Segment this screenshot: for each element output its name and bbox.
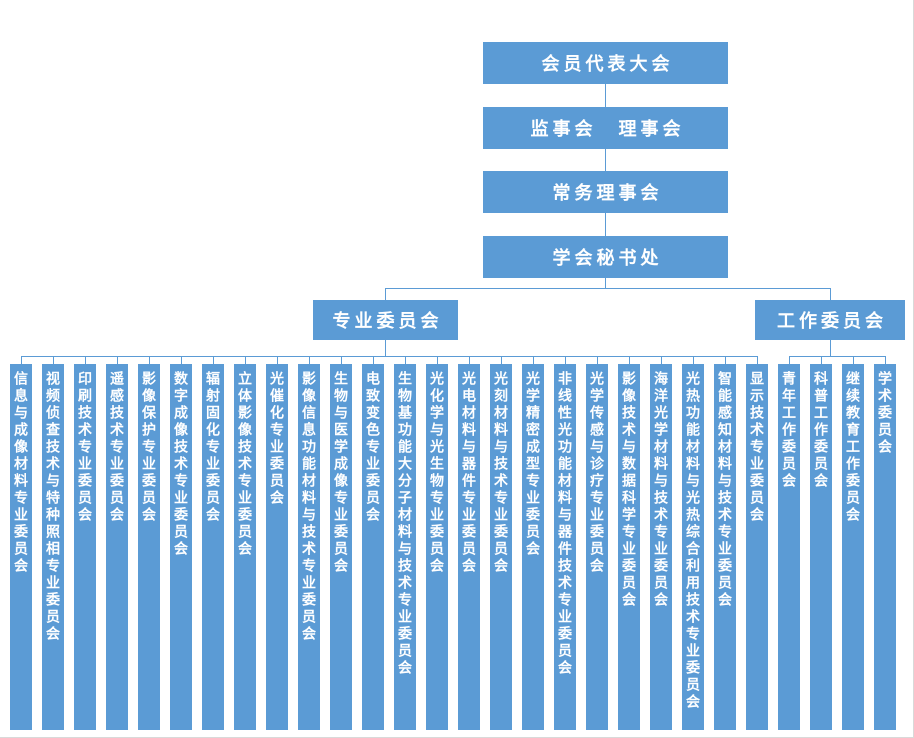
connector-stub [21,356,22,364]
committee-bar: 生物与医学成像专业委员会 [330,364,352,730]
committee-bar: 继续教育工作委员会 [842,364,864,730]
connector-stub [373,356,374,364]
connector-line [21,356,757,357]
connector-line [605,213,606,236]
connector-stub [597,356,598,364]
connector-stub [181,356,182,364]
connector-stub [341,356,342,364]
committee-bar: 信息与成像材料专业委员会 [10,364,32,730]
connector-stub [53,356,54,364]
committee-bar: 遥感技术专业委员会 [106,364,128,730]
connector-stub [149,356,150,364]
org-node-standing-council: 常务理事会 [483,171,728,213]
committee-bar: 光化学与光生物专业委员会 [426,364,448,730]
connector-stub [821,356,822,364]
org-node-supervisory-and-council: 监事会 理事会 [483,107,728,149]
connector-stub [693,356,694,364]
connector-stub [277,356,278,364]
connector-stub [85,356,86,364]
committee-bar: 辐射固化专业委员会 [202,364,224,730]
connector-stub [309,356,310,364]
committee-bar: 光催化专业委员会 [266,364,288,730]
connector-line [605,149,606,171]
connector-line [605,84,606,107]
connector-stub [757,356,758,364]
committee-bar: 立体影像技术专业委员会 [234,364,256,730]
connector-line [385,288,830,289]
committee-bar: 智能感知材料与技术专业委员会 [714,364,736,730]
connector-stub [565,356,566,364]
connector-stub [661,356,662,364]
connector-stub [437,356,438,364]
connector-line [789,356,885,357]
connector-line [605,278,606,288]
committee-bar: 光学精密成型专业委员会 [522,364,544,730]
committee-bar: 非线性光功能材料与器件技术专业委员会 [554,364,576,730]
committee-bar: 影像保护专业委员会 [138,364,160,730]
committee-bar: 影像信息功能材料与技术专业委员会 [298,364,320,730]
connector-line [830,340,831,356]
connector-stub [469,356,470,364]
connector-stub [245,356,246,364]
committee-bar: 青年工作委员会 [778,364,800,730]
committee-bar: 海洋光学材料与技术专业委员会 [650,364,672,730]
committee-bar: 科普工作委员会 [810,364,832,730]
committee-bar: 显示技术专业委员会 [746,364,768,730]
committee-bar: 视频侦查技术与特种照相专业委员会 [42,364,64,730]
committee-bar: 光刻材料与技术专业委员会 [490,364,512,730]
connector-line [385,288,386,300]
committee-bar: 生物基功能大分子材料与技术专业委员会 [394,364,416,730]
committee-bar: 光电材料与器件专业委员会 [458,364,480,730]
connector-stub [501,356,502,364]
org-node-secretariat: 学会秘书处 [483,236,728,278]
org-node-member-congress: 会员代表大会 [483,42,728,84]
connector-stub [725,356,726,364]
connector-stub [405,356,406,364]
committee-bar: 光热功能材料与光热综合利用技术专业委员会 [682,364,704,730]
committee-bar: 数字成像技术专业委员会 [170,364,192,730]
connector-stub [629,356,630,364]
connector-stub [853,356,854,364]
committee-bar: 光学传感与诊疗专业委员会 [586,364,608,730]
committee-bar: 学术委员会 [874,364,896,730]
connector-stub [117,356,118,364]
connector-stub [789,356,790,364]
org-node-professional-committees: 专业委员会 [313,300,458,340]
connector-line [830,288,831,300]
org-node-working-committees: 工作委员会 [755,300,905,340]
committee-bar: 影像技术与数据科学专业委员会 [618,364,640,730]
connector-stub [533,356,534,364]
connector-stub [885,356,886,364]
committee-bar: 印刷技术专业委员会 [74,364,96,730]
committee-bar: 电致变色专业委员会 [362,364,384,730]
connector-line [385,340,386,356]
connector-stub [213,356,214,364]
